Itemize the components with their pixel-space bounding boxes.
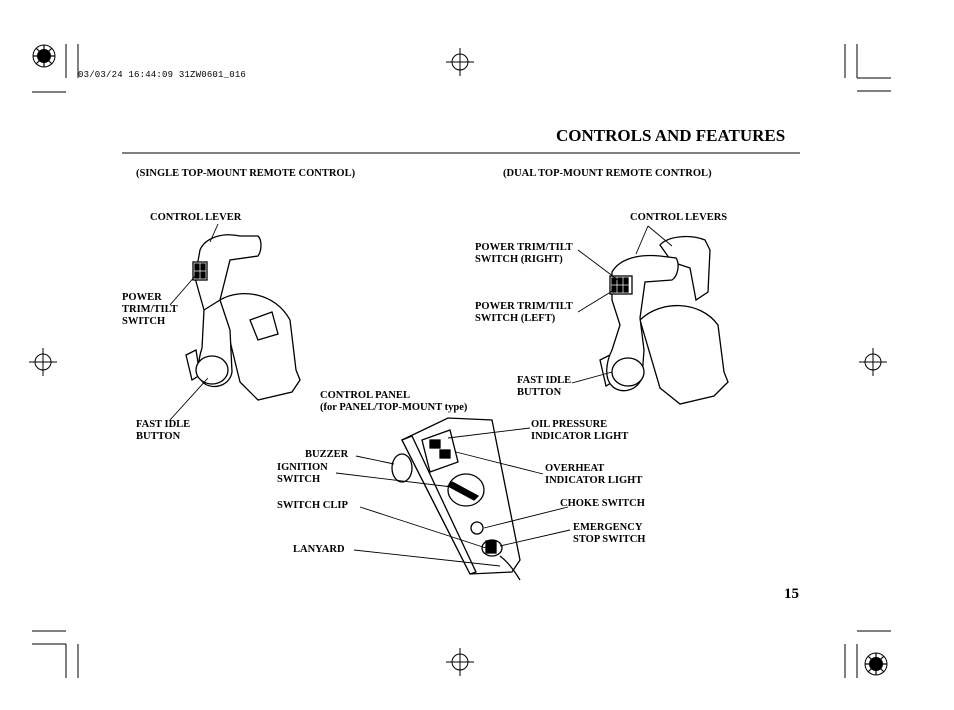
label-emergency-stop: EMERGENCY STOP SWITCH [573,522,646,545]
label-overheat: OVERHEAT INDICATOR LIGHT [545,463,643,486]
label-switch-clip: SWITCH CLIP [277,500,348,511]
control-panel-illustration [391,417,521,581]
crop-mark-bottom-right [844,630,891,678]
label-lanyard: LANYARD [293,544,345,555]
label-power-trim-switch: POWER TRIM/TILT SWITCH [122,292,178,327]
label-control-lever: CONTROL LEVER [150,212,242,223]
label-ignition-switch: IGNITION SWITCH [277,462,328,485]
label-choke-switch: CHOKE SWITCH [560,498,645,509]
label-control-panel: CONTROL PANEL (for PANEL/TOP-MOUNT type) [320,390,468,413]
registration-mark-top [446,48,474,76]
dual-heading: (DUAL TOP-MOUNT REMOTE CONTROL) [503,168,712,179]
page-number: 15 [784,586,799,602]
leader-lines [169,223,673,567]
label-oil-pressure: OIL PRESSURE INDICATOR LIGHT [531,419,629,442]
label-fast-idle-dual: FAST IDLE BUTTON [517,375,572,398]
single-remote-control-illustration [185,234,301,401]
crop-mark-top-right [844,44,891,92]
registration-mark-bottom [446,648,474,676]
label-trim-left: POWER TRIM/TILT SWITCH (LEFT) [475,301,573,324]
crop-mark-top-left [32,44,79,93]
label-fast-idle-single: FAST IDLE BUTTON [136,419,191,442]
sunburst-mark-bottom-right [864,652,888,676]
dual-remote-control-illustration [599,235,729,405]
single-heading: (SINGLE TOP-MOUNT REMOTE CONTROL) [136,168,356,179]
label-trim-right: POWER TRIM/TILT SWITCH (RIGHT) [475,242,573,265]
registration-mark-right [859,348,887,376]
label-buzzer: BUZZER [305,449,349,460]
sunburst-mark-top-left [32,44,56,68]
crop-mark-bottom-left [32,630,79,678]
print-timestamp: 03/03/24 16:44:09 31ZW0601_016 [78,70,247,80]
registration-mark-left [29,348,57,376]
label-control-levers: CONTROL LEVERS [630,212,728,223]
section-title: CONTROLS AND FEATURES [556,126,786,145]
